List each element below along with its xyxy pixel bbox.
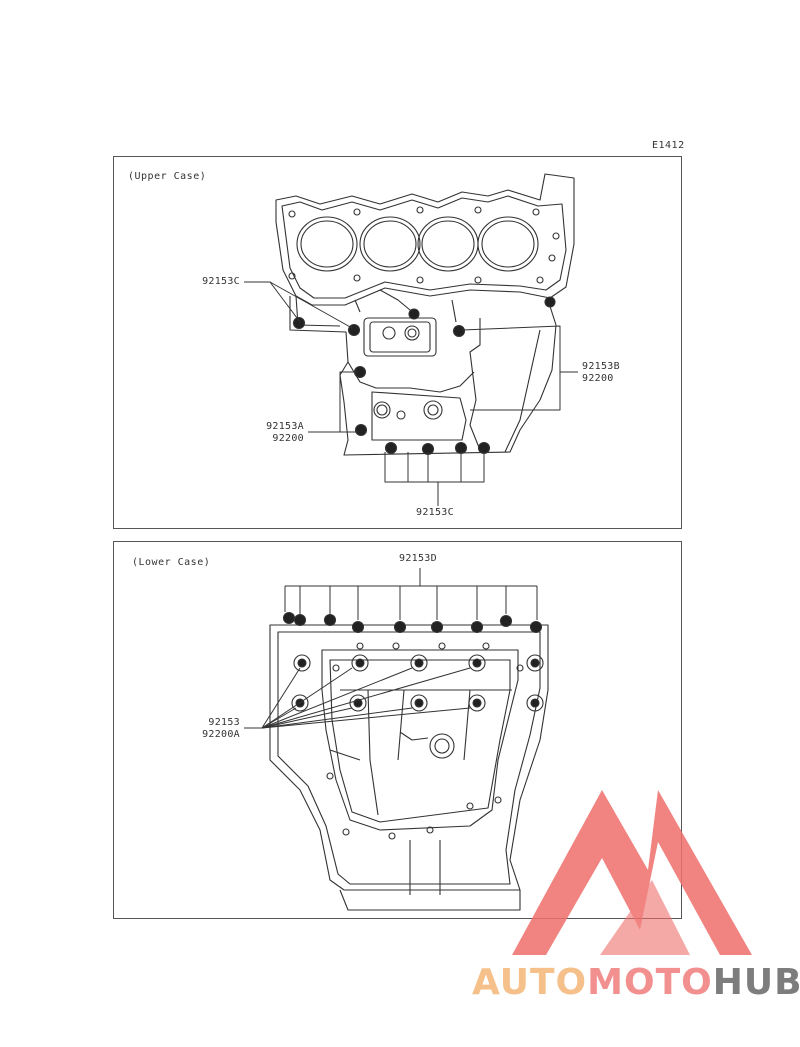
upper-case-label: (Upper Case) <box>128 171 207 182</box>
upper-crankcase-drawing <box>275 173 575 456</box>
upper-case-frame <box>113 156 682 529</box>
callout-92153-92200a: 92153 92200A <box>202 717 240 740</box>
watermark-hub: HUB <box>712 962 800 1003</box>
callout-92153d: 92153D <box>399 553 437 564</box>
lower-case-label: (Lower Case) <box>132 557 211 568</box>
lower-crankcase-drawing <box>269 611 549 911</box>
callout-92153c-top: 92153C <box>202 276 240 287</box>
callout-92153a-92200: 92153A 92200 <box>266 421 304 444</box>
callout-92153b-92200: 92153B 92200 <box>582 361 620 384</box>
watermark-auto: AUTO <box>472 962 588 1003</box>
watermark-logo <box>512 790 752 955</box>
diagram-code: E1412 <box>652 140 685 151</box>
watermark-text: AUTOMOTOHUB <box>472 962 800 1003</box>
upper-leader-lines <box>244 281 578 506</box>
callout-92153c-bottom: 92153C <box>416 507 454 518</box>
lower-case-frame <box>113 541 682 919</box>
watermark-moto: MOTO <box>587 962 713 1003</box>
lower-leader-lines <box>244 568 538 729</box>
